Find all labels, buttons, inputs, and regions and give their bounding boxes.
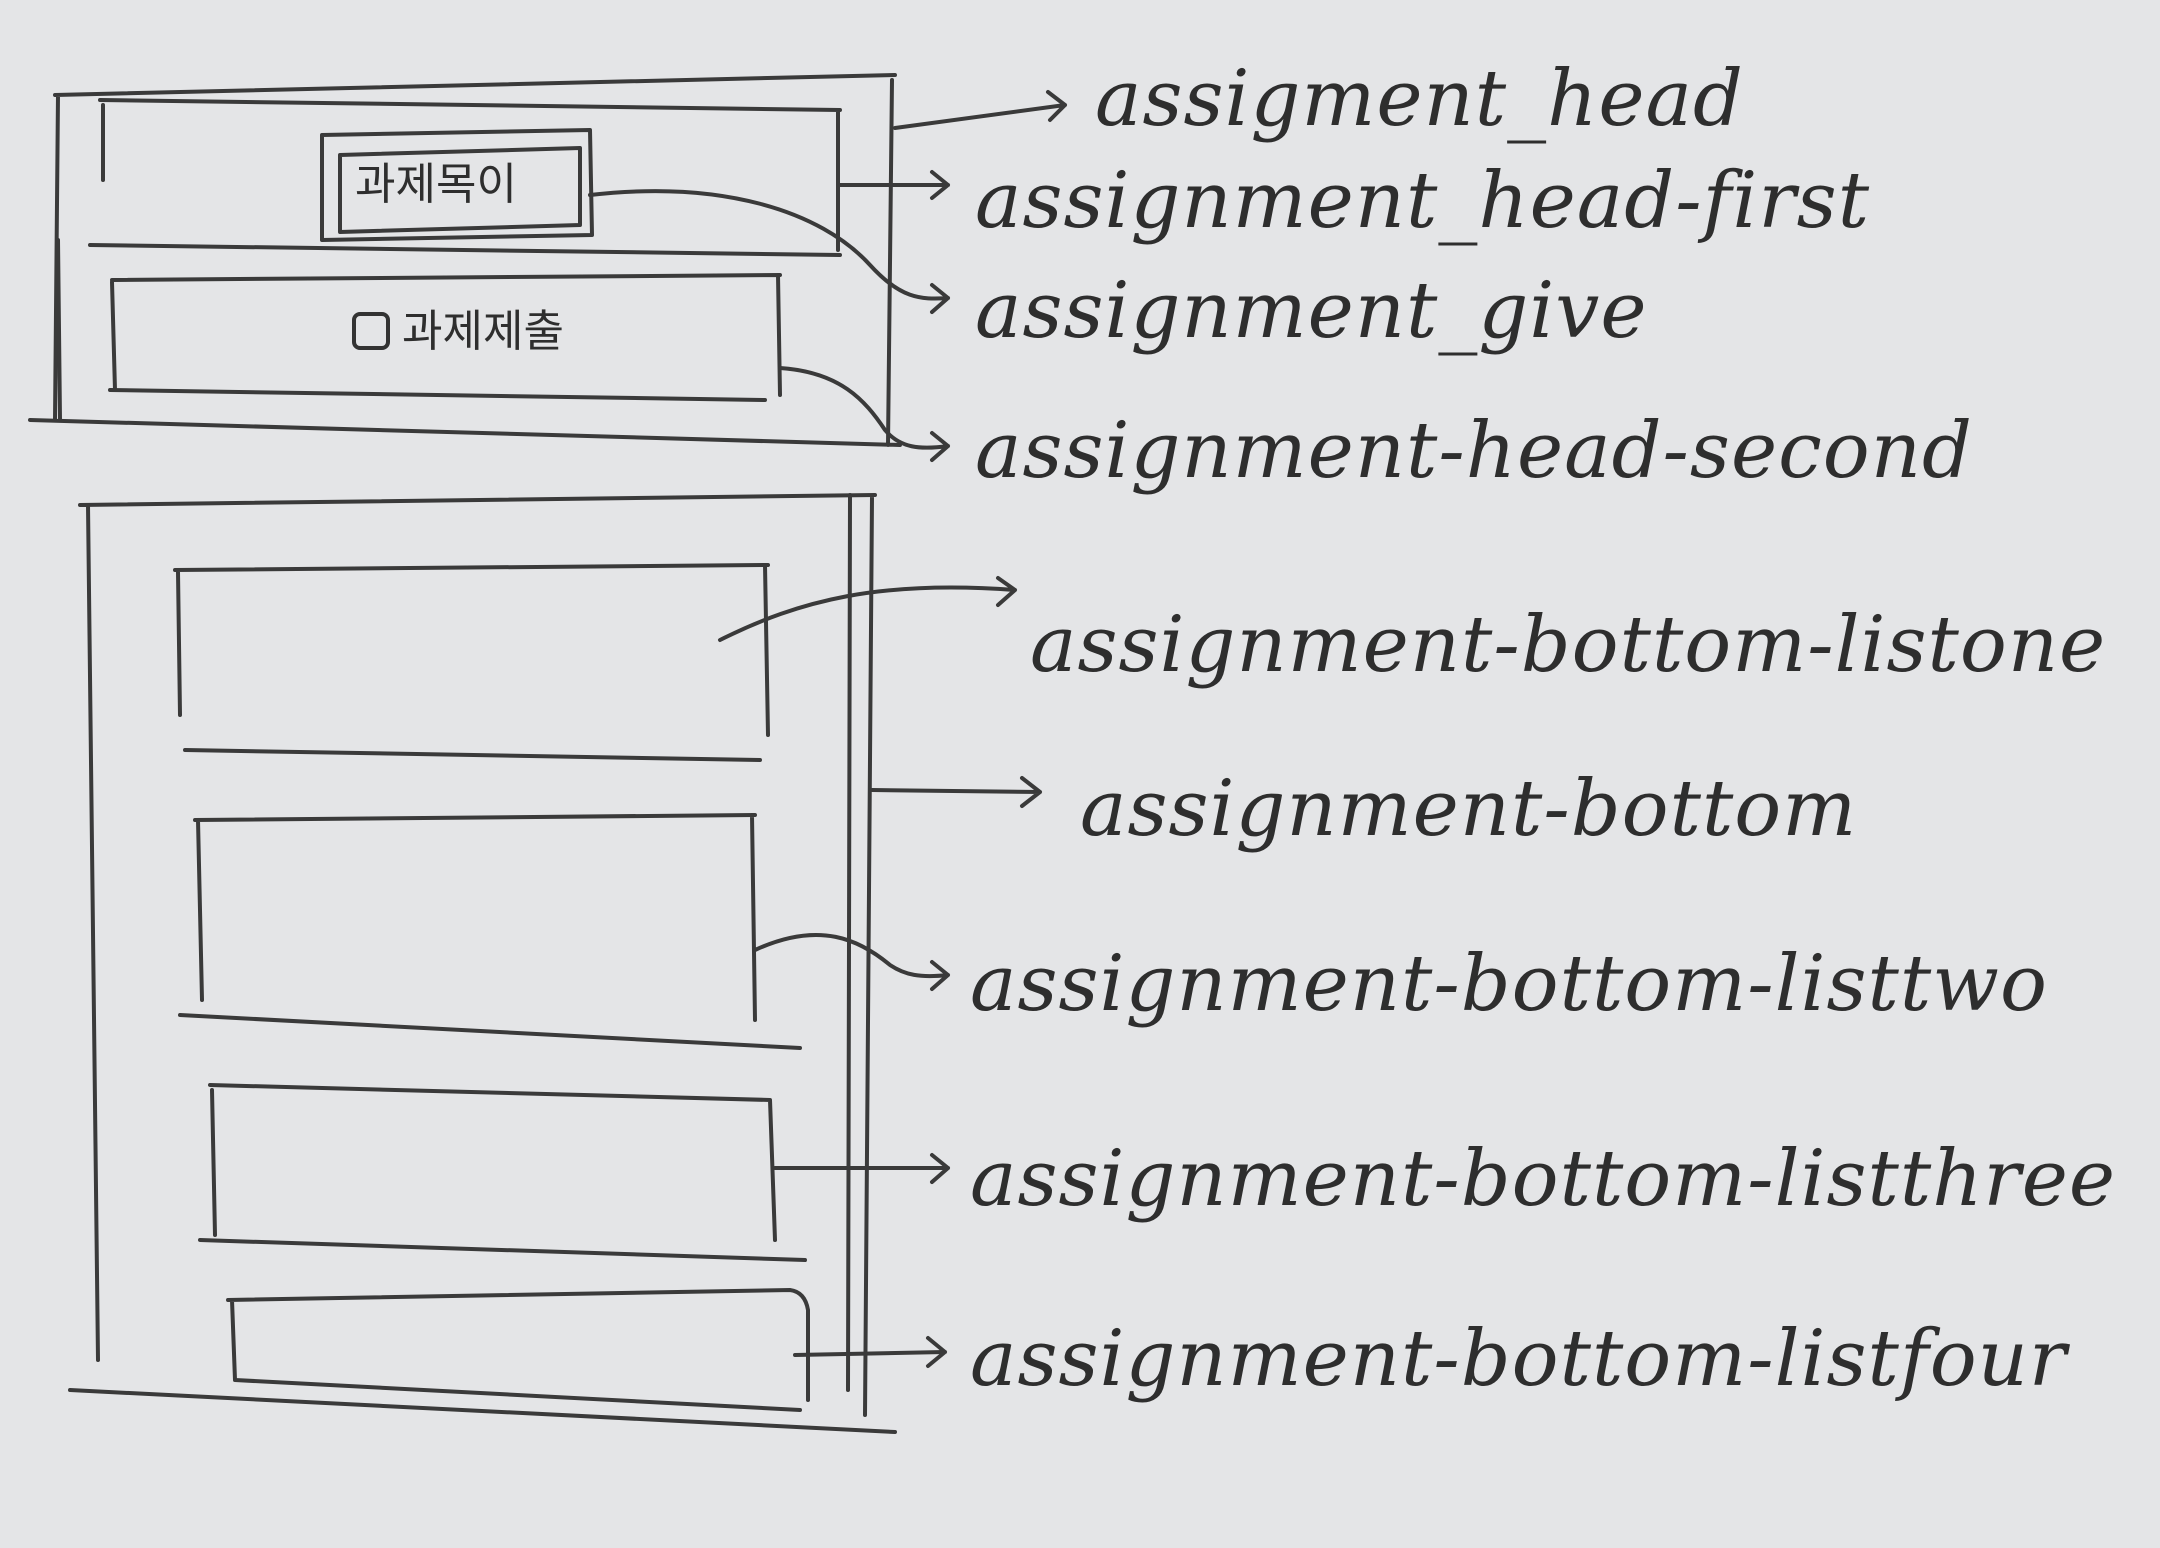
arrow-listtwo [753, 933, 950, 991]
label-assignment-bottom: assignment-bottom [1080, 764, 1858, 854]
arrow-head-first [838, 170, 950, 200]
assignment-head-first-box [88, 98, 842, 257]
label-assignment-bottom-listtwo: assignment-bottom-listtwo [970, 939, 2048, 1029]
assignment-head-box [28, 73, 902, 447]
title-box [320, 128, 594, 242]
give-checkbox-icon[interactable] [352, 312, 390, 350]
arrow-listone [718, 576, 1017, 642]
label-assignment-head: assigment_head [1095, 54, 1744, 144]
give-button-text[interactable]: 과제제출 [402, 306, 564, 357]
arrow-give [588, 189, 950, 314]
label-assignment-head-second: assignment-head-second [975, 406, 1973, 496]
arrow-head-second [778, 366, 950, 462]
arrow-head [893, 90, 1067, 130]
label-assignment-bottom-listfour: assignment-bottom-listfour [970, 1314, 2068, 1404]
title-box-text: 과제목이 [355, 159, 517, 210]
label-assignment-bottom-listthree: assignment-bottom-listthree [970, 1134, 2117, 1224]
listthree-box [198, 1083, 807, 1262]
listone-box [173, 563, 770, 762]
label-assignment-head-first: assignment_head-first [975, 156, 1871, 246]
arrow-bottom [870, 776, 1042, 808]
label-assignment-bottom-listone: assignment-bottom-listone [1030, 600, 2107, 690]
label-assignment-give: assignment_give [975, 266, 1648, 356]
assignment-head-second-box [108, 273, 782, 402]
listfour-box [226, 1288, 810, 1412]
arrow-listthree [773, 1153, 950, 1184]
listtwo-box [178, 813, 802, 1050]
arrow-listfour [793, 1336, 947, 1368]
